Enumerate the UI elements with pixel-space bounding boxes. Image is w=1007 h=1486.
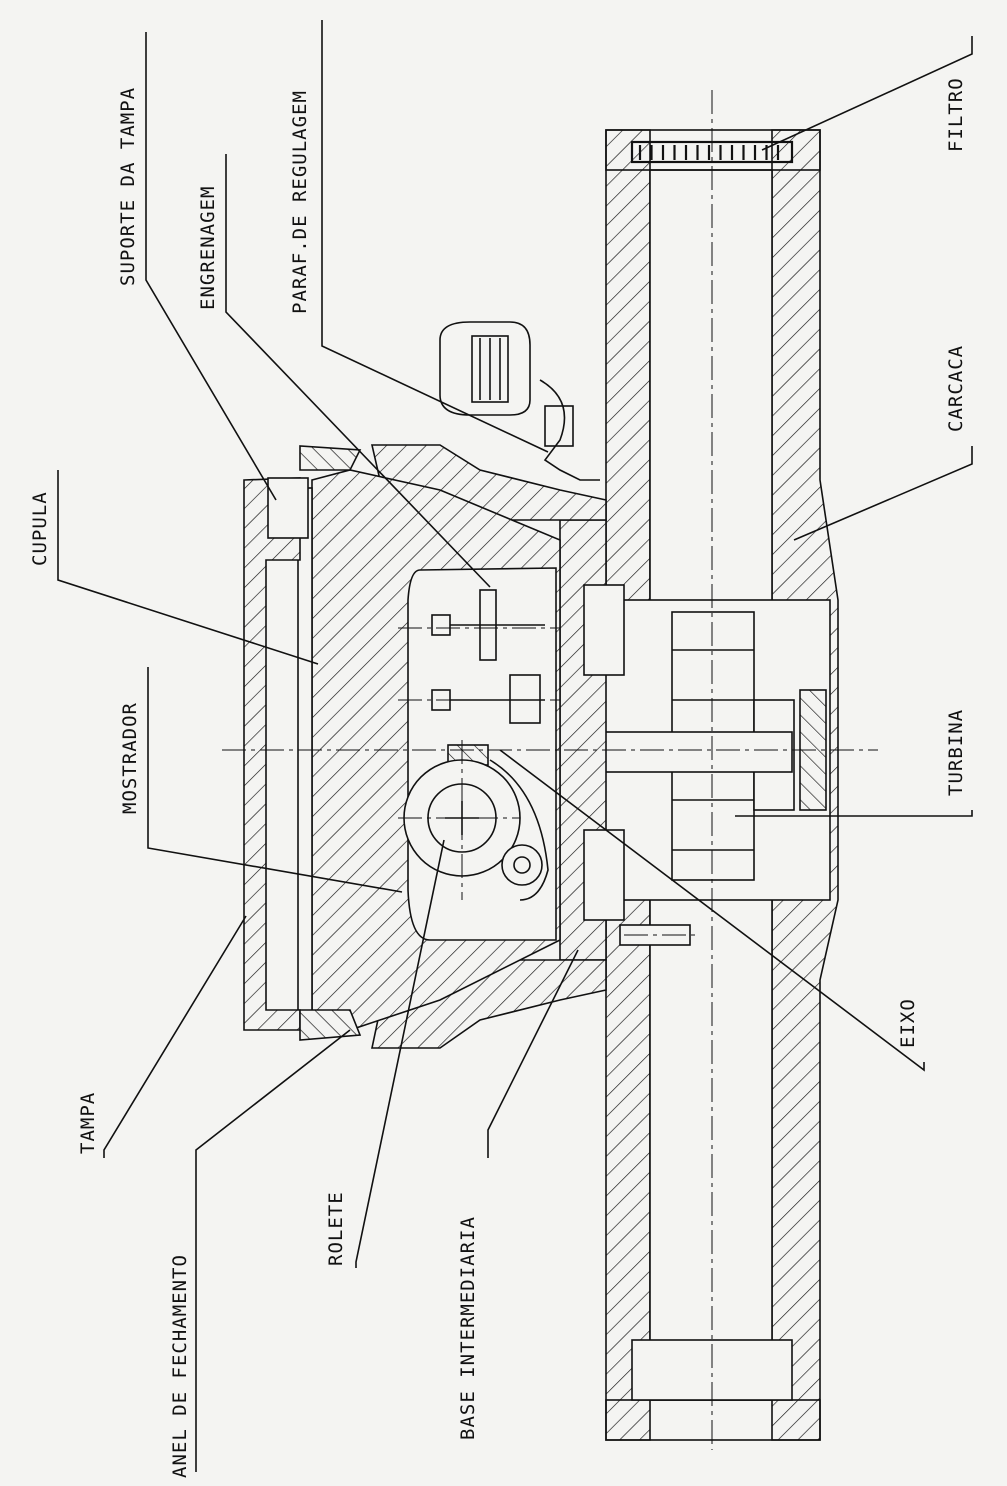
leader-eixo: [499, 749, 925, 1072]
label-mostrador: MOSTRADOR: [119, 702, 141, 814]
leader-paraf: [321, 20, 549, 453]
closing-ring: [299, 445, 362, 1041]
regulating-screw: [439, 321, 600, 481]
intermediate-base: [559, 519, 691, 961]
leader-engrenagem: [225, 154, 491, 588]
inlet-end: [605, 129, 821, 171]
gear-lower: [509, 674, 541, 724]
lid-body: [243, 477, 301, 1031]
leader-tampa: [103, 915, 247, 1158]
leader-cupula: [57, 470, 319, 665]
leader-turbina: [735, 810, 973, 817]
small-roller: [501, 844, 543, 886]
leader-filtro: [761, 36, 973, 151]
leader-anel: [195, 1029, 351, 1472]
label-rolete: ROLETE: [325, 1191, 347, 1266]
dial-glass: [297, 487, 313, 1025]
label-filtro: FILTRO: [945, 77, 967, 152]
lid: [243, 477, 309, 1031]
leader-carcaca: [793, 446, 973, 541]
label-cupula: CUPULA: [29, 491, 51, 566]
labels: FILTRO CARCACA TURBINA EIXO BASE INTERME…: [29, 77, 967, 1478]
label-turbina: TURBINA: [945, 709, 967, 796]
label-engrenagem: ENGRENAGEM: [197, 186, 219, 310]
leader-mostrador: [147, 667, 403, 893]
leader-lines: [57, 20, 973, 1472]
leader-suporte: [145, 32, 277, 501]
leader-rolete: [355, 839, 445, 1268]
leader-base-intermediaria: [487, 949, 579, 1158]
label-tampa: TAMPA: [77, 1092, 99, 1154]
label-eixo: EIXO: [897, 998, 919, 1048]
center-lines: [222, 90, 878, 1450]
lid-support-block: [267, 477, 309, 539]
label-anel-de-fechamento: ANEL DE FECHAMENTO: [169, 1254, 191, 1478]
label-paraf-de-regulagem: PARAF.DE REGULAGEM: [289, 90, 311, 314]
label-base-intermediaria: BASE INTERMEDIARIA: [457, 1216, 479, 1440]
label-carcaca: CARCACA: [945, 345, 967, 432]
label-suporte-da-tampa: SUPORTE DA TAMPA: [117, 87, 139, 286]
